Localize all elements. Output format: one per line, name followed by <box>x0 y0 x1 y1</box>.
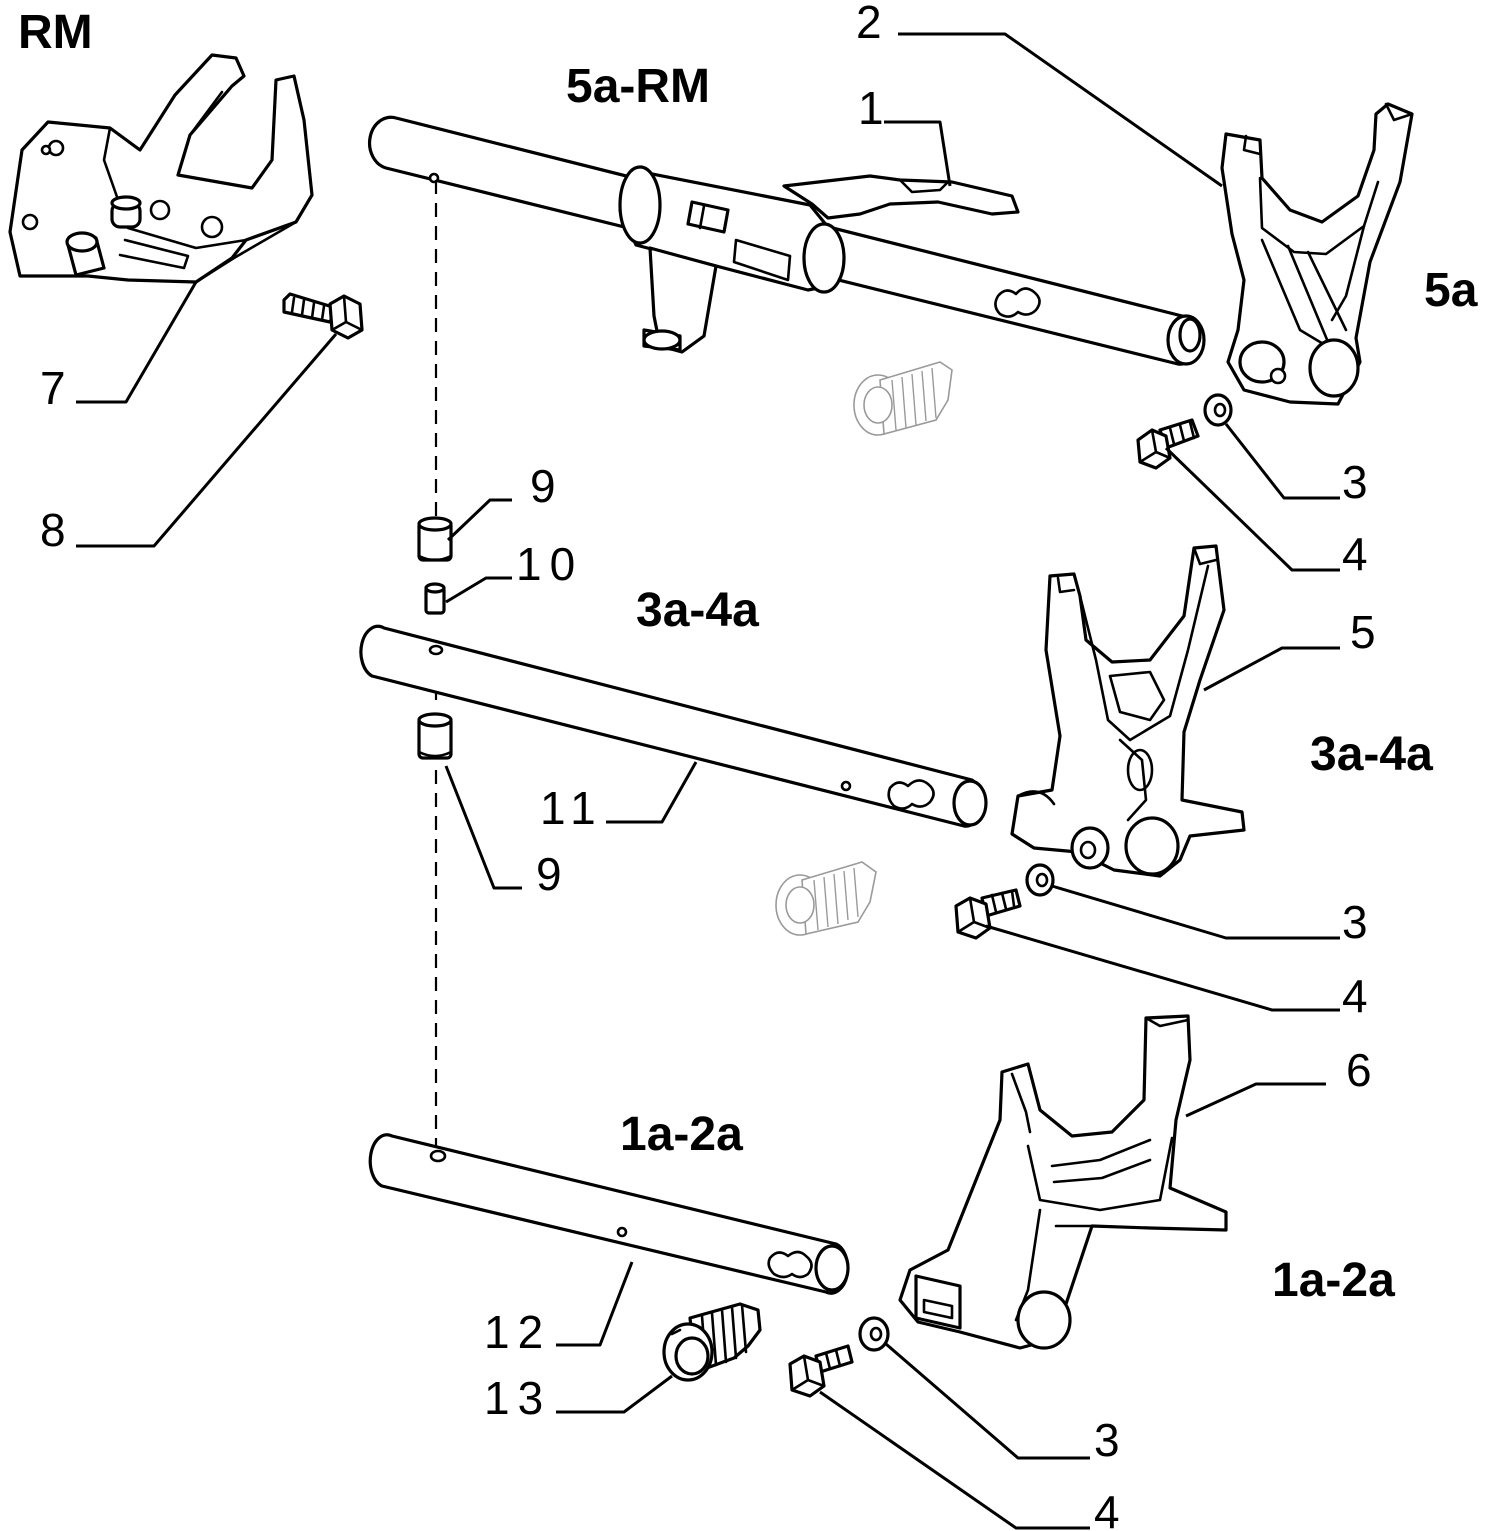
callout-1: 1 <box>858 82 892 134</box>
leader-12 <box>556 1261 634 1347</box>
leader-3a <box>1224 423 1340 500</box>
third-fourth-fork <box>1010 544 1246 878</box>
leader-11 <box>606 761 698 824</box>
callout-2: 2 <box>856 0 890 48</box>
callout-4-top: 4 <box>1342 528 1376 580</box>
bolt-4-bottom <box>788 1344 854 1398</box>
leader-4a <box>1164 446 1340 572</box>
label-5a: 5a <box>1424 264 1478 317</box>
callout-6: 6 <box>1346 1044 1380 1096</box>
leader-7 <box>76 281 198 404</box>
first-second-fork <box>898 1014 1228 1350</box>
bolt-4-top <box>1136 418 1200 470</box>
plunger-ghost-middle <box>775 861 877 936</box>
label-rm: RM <box>18 6 93 59</box>
bolt-4-middle <box>954 888 1022 940</box>
washer-3-top <box>1203 393 1233 427</box>
leader-1 <box>884 120 952 187</box>
leader-lines <box>76 32 1340 1530</box>
ball-9-top <box>417 516 453 562</box>
callout-3-top: 3 <box>1342 456 1376 508</box>
callout-12: 12 <box>484 1306 551 1358</box>
leader-2 <box>898 32 1223 188</box>
callout-3-middle: 3 <box>1342 896 1376 948</box>
callout-4-bottom: 4 <box>1094 1486 1128 1531</box>
washer-3-bottom <box>858 1316 890 1352</box>
label-3a-4a-fork: 3a-4a <box>1310 728 1433 781</box>
plunger-13 <box>662 1302 762 1382</box>
washer-3-middle <box>1025 863 1055 897</box>
leader-3c <box>885 1342 1090 1460</box>
leader-9a <box>446 498 512 542</box>
callout-10: 10 <box>516 538 583 590</box>
leader-8 <box>76 333 338 548</box>
fifth-fork <box>1220 102 1414 406</box>
plunger-ghost-upper <box>853 361 953 436</box>
callout-11: 11 <box>540 782 604 834</box>
leader-4c <box>819 1390 1090 1530</box>
leader-10 <box>445 576 512 604</box>
label-1a-2a-fork: 1a-2a <box>1272 1254 1395 1307</box>
callout-13: 13 <box>484 1372 551 1424</box>
callout-5: 5 <box>1350 606 1384 658</box>
first-second-rod <box>368 1133 850 1295</box>
leader-9b <box>444 765 522 890</box>
callout-7: 7 <box>40 362 74 414</box>
reverse-lever <box>8 53 314 284</box>
leader-5 <box>1203 646 1340 692</box>
label-3a-4a-rod: 3a-4a <box>636 584 759 637</box>
bolt-8 <box>282 292 364 340</box>
label-5a-rm: 5a-RM <box>566 60 710 113</box>
label-1a-2a-rod: 1a-2a <box>620 1108 743 1161</box>
leader-3b <box>1051 884 1340 940</box>
leader-4b <box>985 924 1340 1012</box>
fifth-reverse-rod <box>368 115 1206 366</box>
pin-10 <box>424 582 446 615</box>
third-fourth-rod <box>359 624 988 828</box>
callout-3-bottom: 3 <box>1094 1414 1128 1466</box>
callout-4-middle: 4 <box>1342 970 1376 1022</box>
callout-8: 8 <box>40 504 74 556</box>
callout-9-bottom: 9 <box>536 848 570 900</box>
leader-13 <box>556 1374 673 1414</box>
ball-9-bottom <box>417 712 453 760</box>
callout-9-top: 9 <box>530 460 564 512</box>
leader-6 <box>1185 1082 1326 1118</box>
